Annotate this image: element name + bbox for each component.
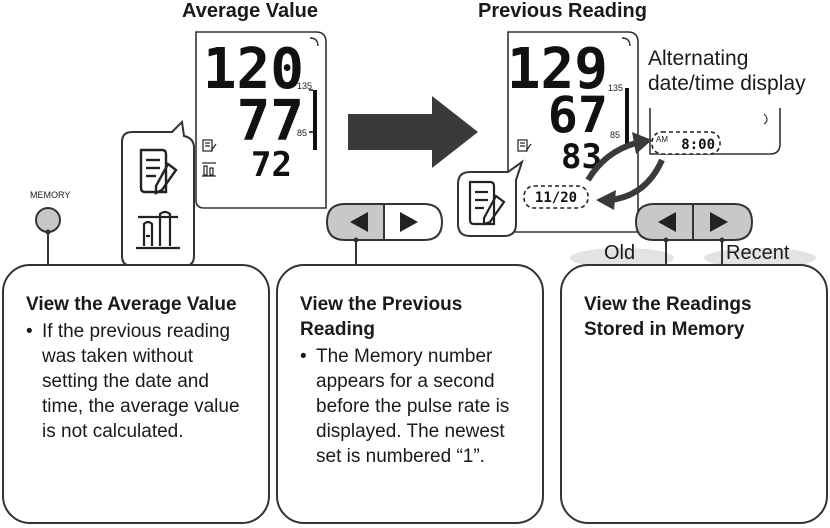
previous-systolic: 129 xyxy=(507,37,608,102)
memory-info-box: View the Readings Stored in Memory xyxy=(560,264,828,524)
average-scale-high: 135 xyxy=(297,81,312,91)
old-shadow xyxy=(570,248,674,268)
memory-button-icon xyxy=(35,207,61,233)
average-pulse: 72 xyxy=(251,145,292,185)
previous-icon-callout xyxy=(457,159,524,237)
big-right-arrow-icon xyxy=(348,96,478,168)
time-value: 8:00 xyxy=(681,137,715,153)
recent-label: Recent xyxy=(726,242,790,264)
right-arrow-icon-2 xyxy=(710,212,728,232)
average-bars-icon xyxy=(136,210,180,250)
time-display-panel: AM 8:00 xyxy=(649,108,781,155)
recent-shadow xyxy=(704,248,816,268)
average-systolic: 120 xyxy=(203,37,304,102)
memory-card-icon xyxy=(139,148,178,195)
average-info-box: View the Average Value • If the previous … xyxy=(2,264,270,524)
am-indicator: AM xyxy=(656,135,668,144)
date-bubble xyxy=(523,185,589,209)
previous-diastolic: 67 xyxy=(548,86,608,144)
previous-info-text: • The Memory number appears for a second … xyxy=(300,344,528,469)
previous-reading-title: Previous Reading xyxy=(478,0,647,22)
average-level-bar xyxy=(313,90,317,150)
average-info-title: View the Average Value xyxy=(26,294,237,315)
average-info-body: If the previous reading was taken withou… xyxy=(42,321,240,442)
left-arrow-icon-2 xyxy=(658,212,676,232)
previous-info-body: The Memory number appears for a second b… xyxy=(316,346,510,467)
average-value-title: Average Value xyxy=(182,0,319,22)
previous-info-bullet: • xyxy=(300,346,307,367)
small-memory-icon-prev xyxy=(517,139,532,152)
right-arrow-icon xyxy=(400,212,418,232)
date-value: 11/20 xyxy=(535,190,577,206)
right-arrow-buttons xyxy=(634,203,754,284)
previous-info-title: View the Previous Reading xyxy=(300,294,463,340)
time-bubble xyxy=(651,131,721,155)
memory-info-title: View the Readings Stored in Memory xyxy=(584,294,752,340)
previous-level-bar xyxy=(625,88,629,144)
average-info-text: • If the previous reading was taken witho… xyxy=(26,319,254,444)
old-label: Old xyxy=(604,242,636,264)
middle-arrow-buttons xyxy=(325,203,444,284)
previous-display: 129 67 83 135 85 xyxy=(507,31,639,233)
average-info-bullet: • xyxy=(26,321,33,342)
previous-info-box: View the Previous Reading • The Memory nu… xyxy=(276,264,544,524)
alternating-display-note: Alternating date/time display xyxy=(648,47,806,95)
memory-button-label: MEMORY xyxy=(30,190,71,200)
left-arrow-icon xyxy=(350,212,368,232)
average-icon-callout xyxy=(121,119,195,267)
small-memory-icon xyxy=(202,139,217,152)
small-average-icon xyxy=(202,162,216,177)
previous-scale-high: 135 xyxy=(608,83,623,93)
memory-card-icon-prev xyxy=(468,180,506,226)
average-display: 120 77 72 135 85 xyxy=(195,31,327,209)
average-diastolic: 77 xyxy=(237,89,304,154)
previous-scale-low: 85 xyxy=(610,130,620,140)
average-scale-low: 85 xyxy=(297,128,307,138)
swap-arrows-icon xyxy=(585,132,665,210)
